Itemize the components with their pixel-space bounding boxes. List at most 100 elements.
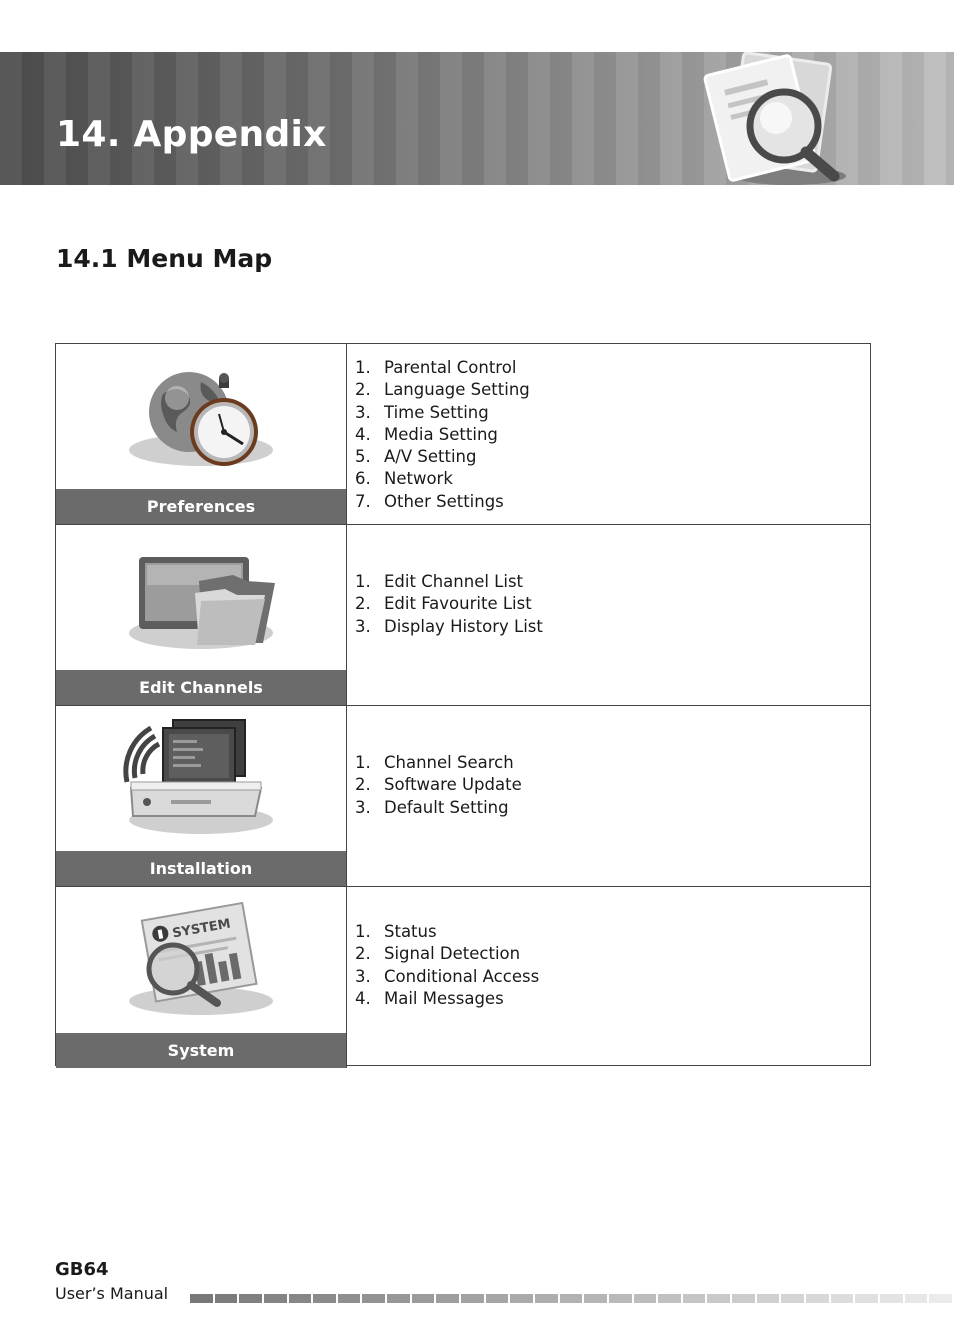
menu-category-cell: Installation bbox=[56, 706, 347, 886]
footer-bar-segment bbox=[707, 1294, 731, 1303]
list-item: 4. Media Setting bbox=[355, 424, 530, 446]
footer-bar-segment bbox=[855, 1294, 878, 1303]
item-number: 2. bbox=[355, 775, 371, 795]
item-label: Signal Detection bbox=[384, 944, 521, 964]
list-item: 3. Display History List bbox=[355, 616, 543, 638]
footer-bar-segment bbox=[781, 1294, 805, 1303]
footer-bar-segment bbox=[288, 1294, 312, 1303]
footer-decorative-bar bbox=[190, 1294, 954, 1303]
list-item: 1. Parental Control bbox=[355, 357, 530, 379]
menu-item-list: 1. Edit Channel List 2. Edit Favourite Lis… bbox=[355, 571, 543, 638]
list-item: 3. Conditional Access bbox=[355, 966, 539, 988]
footer-bar-segment bbox=[263, 1294, 287, 1303]
item-label: Edit Favourite List bbox=[384, 594, 532, 614]
item-number: 1. bbox=[355, 922, 371, 941]
item-number: 3. bbox=[355, 402, 371, 422]
item-number: 2. bbox=[355, 380, 371, 400]
item-number: 1. bbox=[355, 358, 371, 377]
list-item: 2. Edit Favourite List bbox=[355, 593, 543, 615]
menu-item-list: 1. Channel Search 2. Software Update 3. Def… bbox=[355, 752, 522, 819]
footer-bar-segment bbox=[485, 1294, 509, 1303]
chapter-banner: 14. Appendix bbox=[0, 52, 954, 185]
item-number: 1. bbox=[355, 753, 371, 772]
footer-bar-segment bbox=[658, 1294, 681, 1303]
footer-bar-segment bbox=[411, 1294, 435, 1303]
item-label: Network bbox=[384, 469, 453, 489]
system-report-magnifier-icon: SYSTEM bbox=[129, 901, 273, 1015]
set-top-box-signal-icon bbox=[123, 719, 273, 834]
footer-bar-segment bbox=[387, 1294, 410, 1303]
item-label: Conditional Access bbox=[384, 966, 540, 986]
item-number: 3. bbox=[355, 616, 371, 636]
item-number: 2. bbox=[355, 594, 371, 614]
list-item: 7. Other Settings bbox=[355, 491, 530, 513]
item-number: 6. bbox=[355, 469, 371, 489]
footer-bar-segment bbox=[904, 1294, 928, 1303]
menu-row-installation: Installation 1. Channel Search 2. Software… bbox=[56, 706, 870, 887]
footer-bar-segment bbox=[682, 1294, 706, 1303]
footer-bar-segment bbox=[190, 1294, 213, 1303]
item-number: 3. bbox=[355, 966, 371, 986]
list-item: 1. Status bbox=[355, 921, 539, 943]
item-label: Parental Control bbox=[384, 358, 517, 377]
list-item: 3. Default Setting bbox=[355, 797, 522, 819]
globe-stopwatch-icon bbox=[129, 372, 273, 466]
footer-bar-segment bbox=[608, 1294, 632, 1303]
item-label: Software Update bbox=[384, 775, 522, 795]
footer-bar-segment bbox=[584, 1294, 607, 1303]
menu-category-cell: SYSTEM System bbox=[56, 887, 347, 1068]
menu-category-cell: Edit Channels bbox=[56, 525, 347, 705]
menu-category-label: Preferences bbox=[56, 489, 346, 524]
item-number: 1. bbox=[355, 572, 371, 591]
item-label: A/V Setting bbox=[384, 447, 477, 467]
menu-category-cell: Preferences bbox=[56, 344, 347, 524]
footer-bar-segment bbox=[436, 1294, 460, 1303]
item-label: Edit Channel List bbox=[384, 572, 524, 591]
item-number: 7. bbox=[355, 491, 371, 511]
item-number: 3. bbox=[355, 797, 371, 817]
tv-folder-icon bbox=[129, 557, 275, 649]
footer-bar-segment bbox=[929, 1294, 952, 1303]
list-item: 3.Time Setting bbox=[355, 402, 530, 424]
chapter-title: 14. Appendix bbox=[56, 114, 327, 155]
footer-bar-segment bbox=[732, 1294, 755, 1303]
item-label: Default Setting bbox=[384, 797, 509, 817]
item-label: Channel Search bbox=[384, 753, 514, 772]
item-label: Media Setting bbox=[384, 424, 498, 444]
item-label: Display History List bbox=[384, 616, 543, 636]
list-item: 4. Mail Messages bbox=[355, 988, 539, 1010]
item-label: Mail Messages bbox=[384, 988, 504, 1008]
footer-bar-segment bbox=[806, 1294, 829, 1303]
footer-bar-segment bbox=[830, 1294, 854, 1303]
item-number: 4. bbox=[355, 424, 371, 444]
item-number: 2. bbox=[355, 944, 371, 964]
item-label: Language Setting bbox=[384, 380, 530, 400]
footer-bar-segment bbox=[214, 1294, 238, 1303]
footer-bar-segment bbox=[313, 1294, 336, 1303]
document-magnifier-icon bbox=[703, 52, 846, 185]
menu-map-table: Preferences 1. Parental Control 2. Languag… bbox=[55, 343, 871, 1068]
menu-category-label: Edit Channels bbox=[56, 670, 346, 705]
item-label: Status bbox=[384, 922, 437, 941]
menu-item-list: 1. Parental Control 2. Language Setting 3.… bbox=[355, 357, 530, 513]
list-item: 2. Language Setting bbox=[355, 379, 530, 401]
menu-category-label: System bbox=[56, 1033, 346, 1068]
footer-bar-segment bbox=[559, 1294, 583, 1303]
item-number: 5. bbox=[355, 447, 371, 467]
footer-bar-segment bbox=[534, 1294, 558, 1303]
item-number: 4. bbox=[355, 988, 371, 1008]
footer-bar-segment bbox=[756, 1294, 780, 1303]
menu-row-edit-channels: Edit Channels 1. Edit Channel List 2. Edit… bbox=[56, 525, 870, 706]
list-item: 1. Edit Channel List bbox=[355, 571, 543, 593]
list-item: 5. A/V Setting bbox=[355, 446, 530, 468]
footer-page-number: GB64 bbox=[55, 1259, 109, 1280]
footer-bar-segment bbox=[362, 1294, 386, 1303]
menu-category-label: Installation bbox=[56, 851, 346, 886]
footer-bar-segment bbox=[633, 1294, 657, 1303]
list-item: 2. Signal Detection bbox=[355, 943, 539, 965]
list-item: 2. Software Update bbox=[355, 774, 522, 796]
item-label: Other Settings bbox=[384, 491, 504, 511]
section-title: 14.1 Menu Map bbox=[56, 244, 273, 273]
list-item: 1. Channel Search bbox=[355, 752, 522, 774]
footer-bar-segment bbox=[879, 1294, 903, 1303]
